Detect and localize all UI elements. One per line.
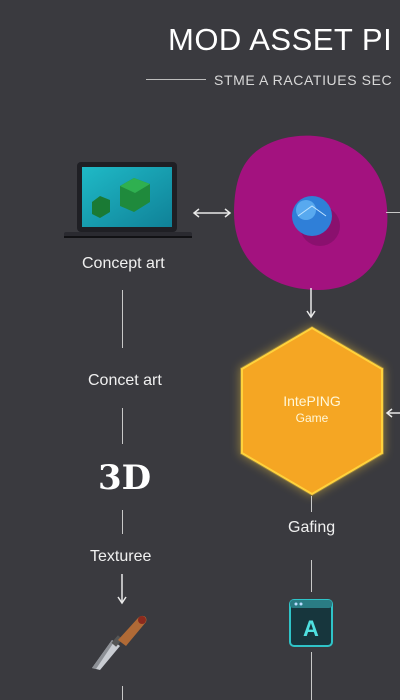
asset-blob [233, 135, 388, 290]
subtitle-divider [146, 79, 206, 80]
down-arrow-icon [306, 288, 316, 319]
left-arrow-icon [385, 408, 400, 418]
blue-sphere-icon [292, 196, 340, 246]
double-arrow-icon [192, 208, 232, 218]
connector-line [311, 652, 312, 700]
gafing-label: Gafing [288, 519, 336, 536]
connector-line [311, 496, 312, 512]
concept-art-label: Concept art [82, 255, 165, 272]
hexagon-subtitle: Game [295, 411, 329, 425]
down-arrow-icon [117, 574, 127, 605]
connector-line [122, 290, 123, 348]
blob-right-connector [386, 212, 400, 213]
diagram-title: MOD ASSET PI [168, 22, 393, 57]
connector-line [122, 686, 123, 700]
app-icon-letter: A [303, 616, 319, 641]
app-a-icon: A [289, 599, 333, 647]
green-cube-icon [92, 178, 150, 218]
laptop-icon [64, 162, 192, 238]
knife-icon [92, 615, 147, 670]
hexagon-title: IntePING [283, 393, 341, 409]
three-d-label: 3D [98, 458, 152, 498]
texture-label: Texturee [90, 548, 152, 565]
connector-line [311, 560, 312, 592]
connector-line [122, 510, 123, 534]
connector-line [122, 408, 123, 444]
game-hexagon [240, 326, 384, 496]
diagram-subtitle: STME A RACATIUES SEC [214, 72, 393, 88]
concept-art-label-2: Concet art [88, 372, 162, 389]
